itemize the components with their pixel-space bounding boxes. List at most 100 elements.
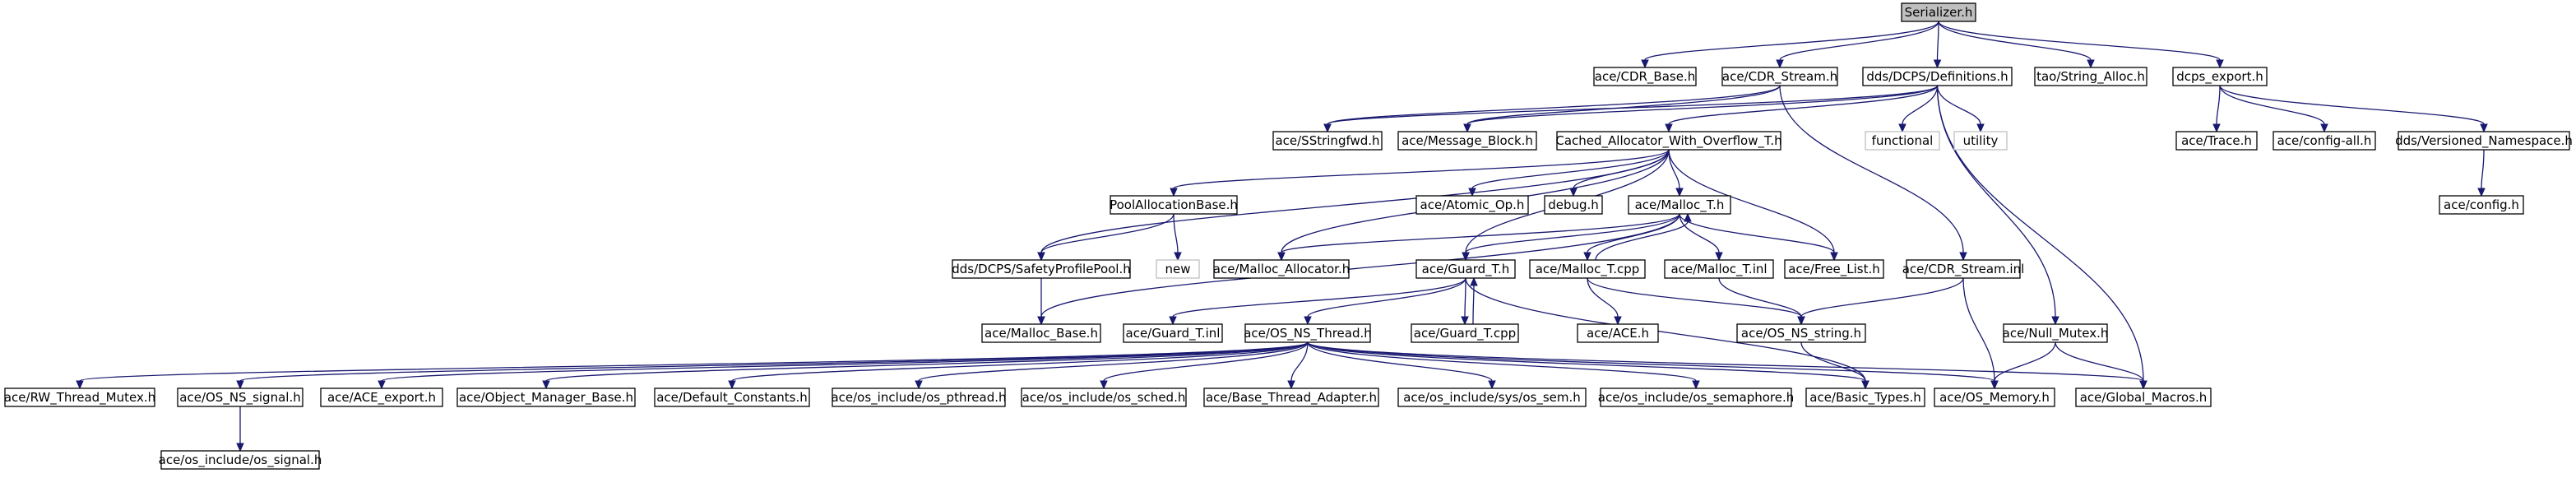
node-ace-null-mutex-h[interactable]: ace/Null_Mutex.h xyxy=(2003,323,2109,343)
node-ace-os-include-os-pthread-h[interactable]: ace/os_include/os_pthread.h xyxy=(831,388,1007,407)
node-label: ace/ACE_export.h xyxy=(327,390,436,406)
edge-definitions-to-message-block xyxy=(1463,85,1939,133)
node-box xyxy=(1544,195,1603,215)
node-label: ace/Malloc_T.cpp xyxy=(1536,262,1640,277)
node-ace-trace-h[interactable]: ace/Trace.h xyxy=(2175,131,2258,151)
node-ace-config-h[interactable]: ace/config.h xyxy=(2439,195,2524,215)
edge-os-ns-thread-to-default-constants xyxy=(728,341,1309,390)
edge-serializer-to-dcps-export xyxy=(1938,21,2224,69)
edge-arrowhead xyxy=(2480,123,2488,133)
node-ace-guard-t-h[interactable]: ace/Guard_T.h xyxy=(1415,259,1516,279)
node-poolallocationbase-h[interactable]: PoolAllocationBase.h xyxy=(1110,195,1238,215)
node-ace-os-ns-signal-h[interactable]: ace/OS_NS_signal.h xyxy=(177,388,303,407)
edge-arrowhead xyxy=(1462,252,1470,262)
node-label: ace/CDR_Base.h xyxy=(1595,69,1695,85)
node-ace-os-include-sys-os-sem-h[interactable]: ace/os_include/sys/os_sem.h xyxy=(1397,388,1587,407)
edge-arrowhead xyxy=(1323,123,1332,133)
node-ace-os-memory-h[interactable]: ace/OS_Memory.h xyxy=(1934,388,2055,407)
node-cached-allocator-with-overflow-t-h[interactable]: Cached_Allocator_With_Overflow_T.h xyxy=(1555,131,1782,151)
node-ace-os-include-os-signal-h[interactable]: ace/os_include/os_signal.h xyxy=(159,450,322,470)
node-ace-basic-types-h[interactable]: ace/Basic_Types.h xyxy=(1805,388,1925,407)
edge-arrowhead xyxy=(1468,188,1476,197)
node-box xyxy=(177,388,303,407)
edge-line xyxy=(1938,21,2221,61)
node-ace-malloc-allocator-h[interactable]: ace/Malloc_Allocator.h xyxy=(1213,259,1350,279)
node-box xyxy=(456,388,636,407)
node-ace-malloc-t-inl[interactable]: ace/Malloc_T.inl xyxy=(1664,259,1774,279)
node-ace-malloc-t-cpp[interactable]: ace/Malloc_T.cpp xyxy=(1529,259,1646,279)
node-label: ace/os_include/os_pthread.h xyxy=(831,390,1006,406)
node-dcps-export-h[interactable]: dcps_export.h xyxy=(2172,67,2268,86)
edge-os-ns-thread-to-os-pthread xyxy=(915,341,1309,390)
node-label: ace/Default_Constants.h xyxy=(656,390,808,406)
node-label: ace/Basic_Types.h xyxy=(1809,390,1920,406)
edge-layer xyxy=(76,21,2488,452)
edge-arrowhead xyxy=(1463,123,1471,133)
node-box xyxy=(1244,323,1371,343)
node-ace-default-constants-h[interactable]: ace/Default_Constants.h xyxy=(654,388,810,407)
edge-arrowhead xyxy=(1583,252,1591,262)
node-ace-sstringfwd-h[interactable]: ace/SStringfwd.h xyxy=(1272,131,1383,151)
node-ace-rw-thread-mutex-h[interactable]: ace/RW_Thread_Mutex.h xyxy=(4,388,155,407)
edge-arrowhead xyxy=(1488,380,1496,390)
edge-line xyxy=(1173,213,1179,253)
node-ace-object-manager-base-h[interactable]: ace/Object_Manager_Base.h xyxy=(456,388,636,407)
node-ace-global-macros-h[interactable]: ace/Global_Macros.h xyxy=(2075,388,2212,407)
edge-arrowhead xyxy=(2139,380,2147,390)
node-ace-cdr-stream-inl[interactable]: ace/CDR_Stream.inl xyxy=(1902,259,2025,279)
node-debug-h[interactable]: debug.h xyxy=(1544,195,1603,215)
node-ace-malloc-t-h[interactable]: ace/Malloc_T.h xyxy=(1628,195,1731,215)
node-serializer-h[interactable]: Serializer.h xyxy=(1901,2,1976,22)
edge-null-mutex-to-os-memory xyxy=(1990,341,2056,390)
node-box xyxy=(1110,195,1238,215)
edge-malloc-t-cpp-to-ace-h xyxy=(1587,277,1622,326)
edge-line xyxy=(1471,149,1670,189)
node-ace-cdr-base-h[interactable]: ace/CDR_Base.h xyxy=(1593,67,1697,86)
node-ace-base-thread-adapter-h[interactable]: ace/Base_Thread_Adapter.h xyxy=(1203,388,1379,407)
node-box xyxy=(1593,67,1697,86)
node-dds-versioned-namespace-h[interactable]: dds/Versioned_Namespace.h xyxy=(2395,131,2573,151)
edge-pool-alloc-base-to-safety-profile-pool xyxy=(1037,213,1174,262)
edge-arrowhead xyxy=(1037,252,1045,262)
node-label: functional xyxy=(1872,133,1934,148)
node-ace-ace-export-h[interactable]: ace/ACE_export.h xyxy=(320,388,443,407)
edge-line xyxy=(1327,85,1781,125)
node-ace-guard-t-inl[interactable]: ace/Guard_T.inl xyxy=(1123,323,1223,343)
node-box xyxy=(1213,259,1350,279)
node-ace-ace-h[interactable]: ace/ACE.h xyxy=(1577,323,1659,343)
edge-cdr-stream-to-cdr-stream-inl xyxy=(1779,85,1967,262)
edge-arrowhead xyxy=(1830,252,1838,262)
edge-cached-alloc-to-pool-alloc-base xyxy=(1170,149,1670,197)
edge-line xyxy=(1307,341,1995,382)
edge-line xyxy=(1936,85,2144,382)
node-dds-dcps-definitions-h[interactable]: dds/DCPS/Definitions.h xyxy=(1862,67,2013,86)
node-box xyxy=(1628,195,1731,215)
node-label: new xyxy=(1165,262,1190,276)
node-label: ace/Malloc_Base.h xyxy=(985,326,1098,341)
edge-line xyxy=(1327,85,1939,125)
edge-line xyxy=(1103,341,1309,382)
node-ace-atomic-op-h[interactable]: ace/Atomic_Op.h xyxy=(1415,195,1529,215)
node-ace-os-include-os-sched-h[interactable]: ace/os_include/os_sched.h xyxy=(1021,388,1187,407)
node-ace-cdr-stream-h[interactable]: ace/CDR_Stream.h xyxy=(1721,67,1838,86)
node-label: ace/ACE.h xyxy=(1587,326,1649,341)
node-tao-string-alloc-h[interactable]: tao/String_Alloc.h xyxy=(2034,67,2147,86)
node-ace-os-ns-thread-h[interactable]: ace/OS_NS_Thread.h xyxy=(1244,323,1372,343)
edge-line xyxy=(1779,21,1939,61)
node-dds-dcps-safetyprofilepool-h[interactable]: dds/DCPS/SafetyProfilePool.h xyxy=(952,259,1131,279)
edge-arrowhead xyxy=(1776,59,1784,69)
edge-line xyxy=(239,341,1309,382)
node-ace-config-all-h[interactable]: ace/config-all.h xyxy=(2273,131,2376,151)
node-new: new xyxy=(1156,259,1200,279)
edge-arrowhead xyxy=(1461,316,1469,326)
node-ace-os-ns-string-h[interactable]: ace/OS_NS_string.h xyxy=(1736,323,1866,343)
edge-line xyxy=(381,341,1309,382)
edge-malloc-t-h-to-guard-t-h xyxy=(1462,213,1680,262)
node-ace-os-include-os-semaphore-h[interactable]: ace/os_include/os_semaphore.h xyxy=(1598,388,1795,407)
node-ace-message-block-h[interactable]: ace/Message_Block.h xyxy=(1397,131,1537,151)
node-ace-free-list-h[interactable]: ace/Free_List.h xyxy=(1784,259,1884,279)
edge-dcps-export-to-trace xyxy=(2212,85,2221,133)
node-ace-guard-t-cpp[interactable]: ace/Guard_T.cpp xyxy=(1411,323,1519,343)
edge-line xyxy=(1573,149,1670,189)
node-ace-malloc-base-h[interactable]: ace/Malloc_Base.h xyxy=(981,323,1101,343)
